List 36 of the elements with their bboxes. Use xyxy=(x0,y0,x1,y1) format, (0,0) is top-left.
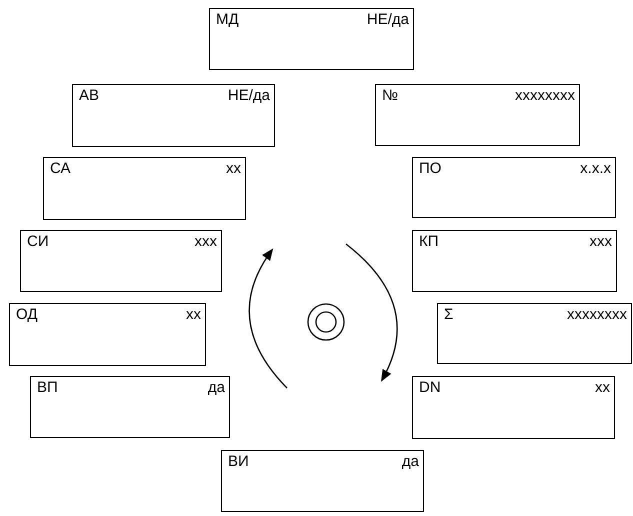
menu-item-box xyxy=(412,157,616,218)
menu-item-box xyxy=(9,303,206,366)
menu-item-box xyxy=(30,376,230,438)
menu-item-box xyxy=(375,84,580,146)
parameter-code: № xyxy=(382,87,398,104)
parameter-value: да xyxy=(402,453,419,470)
parameter-value: да xyxy=(208,379,225,396)
parameter-code: КП xyxy=(419,233,439,250)
parameter-value: НЕ/да xyxy=(366,11,409,28)
parameter-value: xx xyxy=(186,306,201,323)
parameter-value: xx xyxy=(226,160,241,177)
parameter-code: ВП xyxy=(37,379,58,396)
menu-item-box xyxy=(20,230,222,292)
parameter-code: СА xyxy=(50,160,71,177)
parameter-value: xxx xyxy=(590,233,612,250)
parameter-value: xxxxxxxx xyxy=(515,87,575,104)
menu-item-box xyxy=(43,157,246,220)
menu-item-box xyxy=(72,84,275,147)
parameter-code: ВИ xyxy=(228,453,249,470)
parameter-value: x.x.x xyxy=(580,160,611,177)
parameter-value: xxx xyxy=(194,233,217,250)
parameter-code: ПО xyxy=(419,160,442,177)
menu-item-box xyxy=(412,230,617,292)
menu-item-box xyxy=(209,8,414,70)
menu-item-box xyxy=(412,376,615,439)
parameter-code: ОД xyxy=(16,306,38,323)
parameter-value: xx xyxy=(595,379,610,396)
menu-item-box xyxy=(221,450,424,512)
parameter-code: СИ xyxy=(27,233,49,250)
parameter-code: Σ xyxy=(444,306,454,323)
parameter-value: НЕ/да xyxy=(228,87,270,104)
parameter-code: АВ xyxy=(79,87,100,104)
parameter-value: xxxxxxxx xyxy=(567,306,627,323)
menu-item-box xyxy=(437,303,632,364)
parameter-code: DN xyxy=(419,379,441,396)
parameter-code: МД xyxy=(216,11,239,28)
